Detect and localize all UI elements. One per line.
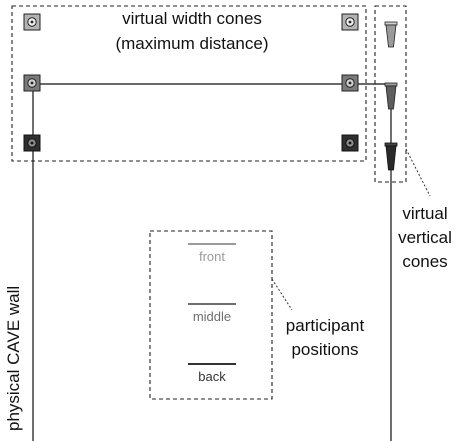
participant-label-2: positions	[291, 340, 358, 359]
back-position-label: back	[198, 369, 226, 384]
cone-marker-bottom-right	[341, 134, 359, 152]
participant-positions-region	[149, 230, 273, 400]
cave-wall-label: physical CAVE wall	[4, 286, 23, 431]
front-position-label: front	[199, 249, 225, 264]
width-cones-title: virtual width cones	[122, 9, 262, 28]
width-cones-subtitle: (maximum distance)	[115, 34, 268, 53]
participant-leader	[271, 278, 293, 311]
vertical-cones-region	[374, 5, 407, 183]
vertical-cone-top	[384, 21, 398, 48]
cone-marker-top-left	[23, 13, 41, 31]
participant-label-1: participant	[286, 316, 365, 335]
cone-marker-top-right	[341, 13, 359, 31]
cone-marker-middle-right	[341, 74, 359, 92]
cone-marker-bottom-left	[23, 134, 41, 152]
vertical-cones-label-2: vertical	[398, 228, 452, 247]
width-cones-region	[11, 5, 367, 162]
vertical-cones-leader	[405, 148, 431, 197]
vertical-cone-bottom	[384, 142, 398, 171]
vertical-cones-label-3: cones	[402, 252, 447, 271]
middle-position-label: middle	[193, 309, 231, 324]
cone-marker-middle-left	[23, 74, 41, 92]
vertical-cone-middle	[384, 82, 398, 110]
vertical-cones-label-1: virtual	[402, 204, 447, 223]
